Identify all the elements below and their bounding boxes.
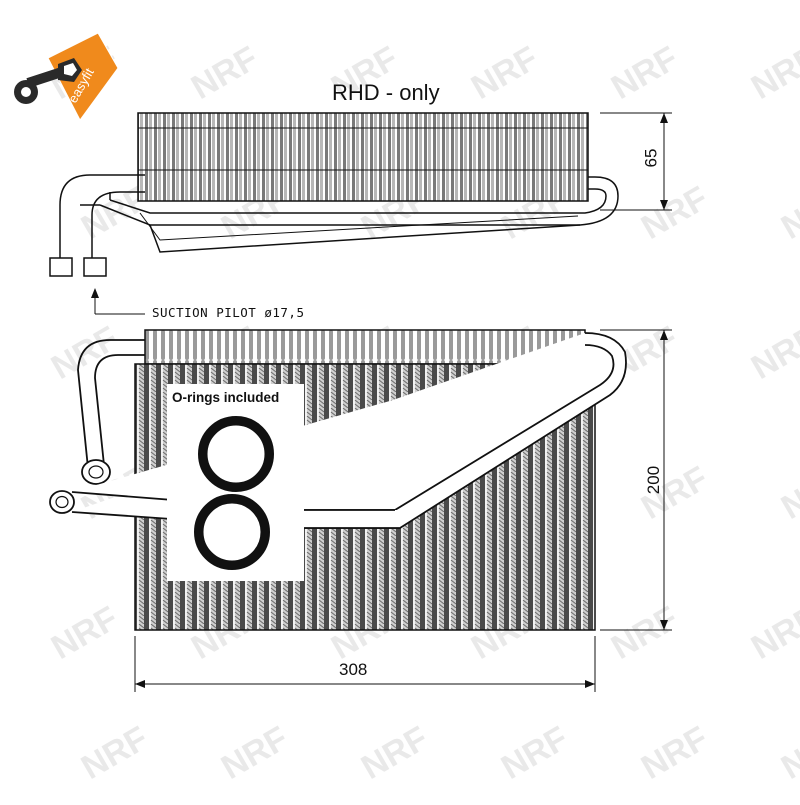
watermark-mark: NRF	[775, 459, 800, 527]
suction-pilot-label: SUCTION PILOT ø17,5	[152, 305, 305, 320]
watermark-mark: NRF	[465, 39, 545, 107]
watermark-mark: NRF	[745, 599, 800, 667]
oring-1	[198, 416, 274, 492]
watermark-mark: NRF	[75, 719, 155, 787]
watermark-mark: NRF	[635, 719, 715, 787]
pipe-fitting-right	[83, 257, 107, 277]
front-pipe-left	[77, 339, 145, 469]
dimension-height-front: 200	[644, 465, 664, 495]
logo-badge	[47, 32, 119, 121]
watermark-mark: NRF	[355, 719, 435, 787]
pipe-fitting-left	[49, 257, 73, 277]
watermark-mark: NRF	[45, 599, 125, 667]
top-pipe	[59, 174, 619, 264]
watermark-mark: NRF	[775, 179, 800, 247]
top-view	[49, 112, 672, 277]
watermark-mark: NRF	[605, 599, 685, 667]
watermark-mark: NRF	[185, 39, 265, 107]
watermark-mark: NRF	[635, 179, 715, 247]
watermark-mark: NRF	[215, 719, 295, 787]
orings-label: O-rings included	[172, 390, 280, 405]
suction-pointer	[91, 288, 145, 315]
oring-2	[194, 494, 270, 570]
watermark-mark: NRF	[495, 719, 575, 787]
diagram-title: RHD - only	[332, 80, 440, 105]
front-view	[49, 329, 672, 692]
watermark-mark: NRF	[745, 319, 800, 387]
dimension-width: 308	[339, 660, 368, 679]
easyfit-logo: easyfit	[10, 28, 130, 128]
watermark-mark: NRF	[45, 319, 125, 387]
top-core	[137, 112, 589, 202]
watermark-mark: NRF	[775, 719, 800, 787]
watermark-mark: NRF	[745, 39, 800, 107]
dimension-height-top: 65	[641, 148, 661, 168]
wrench-key-icon	[14, 58, 82, 104]
watermark-mark: NRF	[605, 39, 685, 107]
